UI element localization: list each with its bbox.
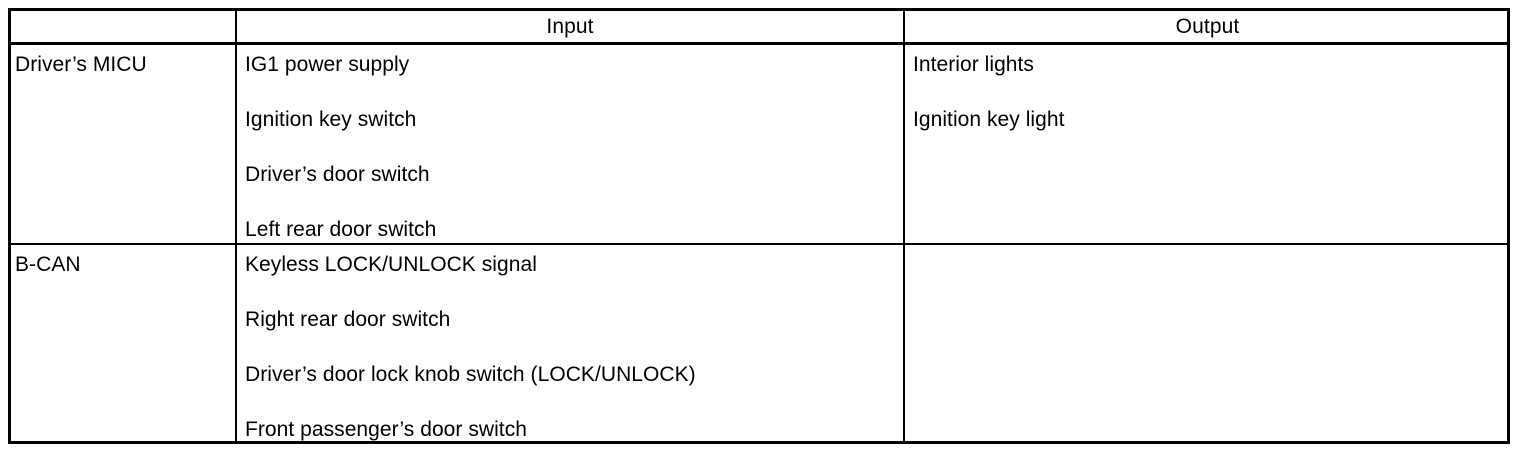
input-entry: Right rear door switch xyxy=(245,308,451,331)
input-entry: Keyless LOCK/UNLOCK signal xyxy=(245,253,537,276)
input-entry: Left rear door switch xyxy=(245,218,437,241)
table-row: Driver’s MICU IG1 power supply Ignition … xyxy=(11,45,1507,243)
row-source-cell: B-CAN xyxy=(11,245,235,441)
column-divider-input-output xyxy=(903,11,905,441)
output-entry: Ignition key light xyxy=(913,108,1065,131)
row-output-cell xyxy=(905,245,1510,441)
column-divider-source-input xyxy=(235,11,237,441)
table-header-output: Output xyxy=(1175,15,1240,38)
table-header-source xyxy=(11,11,235,42)
row-source-label: B-CAN xyxy=(15,253,81,276)
input-entry: Driver’s door lock knob switch (LOCK/UNL… xyxy=(245,363,696,386)
row-input-cell: Keyless LOCK/UNLOCK signal Right rear do… xyxy=(237,245,903,441)
input-entry: Ignition key switch xyxy=(245,108,417,131)
output-entry: Interior lights xyxy=(913,53,1034,76)
row-source-cell: Driver’s MICU xyxy=(11,45,235,243)
table-header-input: Input xyxy=(546,15,594,38)
row-output-cell: Interior lights Ignition key light xyxy=(905,45,1510,243)
header-separator xyxy=(11,42,1507,45)
input-entry: IG1 power supply xyxy=(245,53,410,76)
input-entry: Driver’s door switch xyxy=(245,163,430,186)
table-row: B-CAN Keyless LOCK/UNLOCK signal Right r… xyxy=(11,245,1507,441)
screenshot-canvas: Input Output Driver’s MICU IG1 power sup… xyxy=(8,8,1510,444)
row-source-label: Driver’s MICU xyxy=(15,53,147,76)
input-output-table: Input Output Driver’s MICU IG1 power sup… xyxy=(8,8,1510,444)
table-header-row: Input Output xyxy=(11,11,1507,42)
input-entry: Front passenger’s door switch xyxy=(245,418,527,441)
row-input-cell: IG1 power supply Ignition key switch Dri… xyxy=(237,45,903,243)
row-separator xyxy=(11,243,1507,245)
